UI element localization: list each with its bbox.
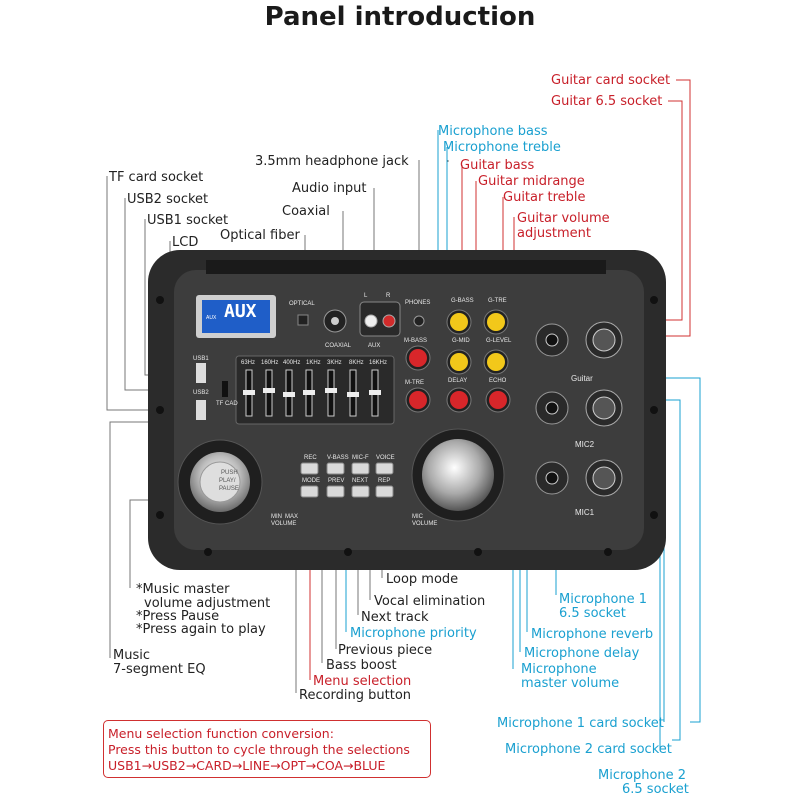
page-title: Panel introduction: [264, 2, 536, 32]
label-mic1-card: Microphone 1 card socket: [497, 716, 664, 731]
label-guitar-card-socket: Guitar card socket: [551, 73, 671, 88]
btn-next-label: NEXT: [352, 478, 369, 484]
tf-card-panel-label: TF CAD: [216, 401, 238, 407]
btn-voice-label: VOICE: [376, 455, 395, 461]
label-mic-delay: Microphone delay: [524, 646, 640, 661]
label-optical-fiber: Optical fiber: [220, 228, 300, 243]
aux-l-label: L: [364, 293, 368, 299]
label-mic-master-2: master volume: [521, 676, 620, 691]
label-guitar-volume-2: adjustment: [517, 226, 591, 241]
label-mic1-65-2: 6.5 socket: [559, 606, 626, 621]
guitar-panel-label: Guitar: [571, 374, 593, 383]
label-mic-master-1: Microphone: [521, 662, 597, 677]
eq-band-6: 8KHz: [349, 360, 364, 366]
label-mic-treble: Microphone treble: [443, 140, 561, 155]
btn-rep-label: REP: [378, 478, 391, 484]
mic2-panel-label: MIC2: [575, 440, 595, 449]
label-mic2-65-1: Microphone 2: [598, 768, 687, 783]
label-usb1: USB1 socket: [147, 213, 229, 228]
knob-push-label: PUSH: [221, 470, 238, 476]
phones-label: PHONES: [405, 300, 431, 306]
btn-micf-label: MIC-F: [352, 455, 369, 461]
label-mic1-65-1: Microphone 1: [559, 592, 648, 607]
btn-rec-label: REC: [304, 455, 317, 461]
usb2-panel-label: USB2: [193, 390, 209, 396]
label-press-pause: *Press Pause: [136, 609, 220, 624]
eq-band-3: 400Hz: [283, 360, 301, 366]
label-audio-input: Audio input: [292, 181, 367, 196]
lcd-display: AUX: [224, 301, 257, 322]
label-bass-boost: Bass boost: [326, 658, 397, 673]
note-line-1: Menu selection function conversion:: [108, 726, 334, 741]
label-tf-card: TF card socket: [109, 170, 204, 185]
label-recording-button: Recording button: [299, 688, 412, 703]
eq-band-2: 160Hz: [261, 360, 279, 366]
label-guitar-bass: Guitar bass: [460, 158, 535, 173]
label-headphone-jack: 3.5mm headphone jack: [255, 154, 409, 169]
label-guitar-65-socket: Guitar 6.5 socket: [551, 94, 663, 109]
g-level-label: G-LEVEL: [486, 338, 512, 344]
mic1-panel-label: MIC1: [575, 508, 595, 517]
note-line-3: USB1→USB2→CARD→LINE→OPT→COA→BLUE: [108, 758, 386, 773]
label-music-eq-2: 7-segment EQ: [113, 662, 206, 677]
note-line-2: Press this button to cycle through the s…: [108, 742, 410, 757]
label-next-track: Next track: [361, 610, 429, 625]
label-guitar-treble: Guitar treble: [503, 190, 586, 205]
coaxial-label: COAXIAL: [325, 343, 352, 349]
label-music-eq-1: Music: [113, 648, 150, 663]
echo-label: ECHO: [489, 378, 507, 384]
label-lcd: LCD: [172, 235, 199, 250]
label-music-master-2: volume adjustment: [144, 596, 271, 611]
aux-r-label: R: [386, 293, 391, 299]
m-bass-label: M-BASS: [404, 338, 428, 344]
label-mic2-65-2: 6.5 socket: [622, 782, 689, 797]
label-music-master-1: *Music master: [136, 582, 230, 597]
knob-pause-label: PAUSE: [219, 486, 239, 492]
btn-prev-label: PREV: [328, 478, 345, 484]
eq-band-7: 16KHz: [369, 360, 388, 366]
eq-band-5: 3KHz: [327, 360, 342, 366]
label-mic-bass: Microphone bass: [438, 124, 548, 139]
optical-label: OPTICAL: [289, 301, 315, 307]
knob-play-label: PLAY/: [219, 478, 236, 484]
eq-band-4: 1KHz: [306, 360, 321, 366]
mic-volume-label: VOLUME: [412, 521, 438, 527]
mic-label: MIC: [412, 514, 423, 520]
menu-note-box: [103, 720, 431, 778]
btn-mode-label: MODE: [302, 478, 320, 484]
label-coaxial: Coaxial: [282, 204, 330, 219]
btn-vbass-label: V-BASS: [327, 455, 349, 461]
volume-label: VOLUME: [271, 521, 297, 527]
max-label: MAX: [285, 514, 299, 520]
g-tre-label: G-TRE: [488, 298, 507, 304]
label-menu-selection: Menu selection: [313, 674, 412, 689]
delay-label: DELAY: [448, 378, 468, 384]
min-label: MIN: [271, 514, 282, 520]
label-press-again: *Press again to play: [136, 622, 266, 637]
g-mid-label: G-MID: [452, 338, 470, 344]
usb1-panel-label: USB1: [193, 356, 209, 362]
lcd-small: AUX: [206, 315, 217, 321]
label-loop-mode: Loop mode: [386, 572, 459, 587]
device-panel: [148, 250, 666, 570]
aux-label: AUX: [368, 343, 381, 349]
label-vocal-elim: Vocal elimination: [374, 594, 486, 609]
label-mic-priority: Microphone priority: [350, 626, 477, 641]
label-guitar-volume-1: Guitar volume: [517, 211, 610, 226]
label-mic-reverb: Microphone reverb: [531, 627, 654, 642]
label-prev-piece: Previous piece: [338, 643, 433, 658]
m-tre-label: M-TRE: [405, 380, 424, 386]
label-guitar-midrange: Guitar midrange: [478, 174, 585, 189]
g-bass-label: G-BASS: [451, 298, 474, 304]
label-mic2-card: Microphone 2 card socket: [505, 742, 672, 757]
eq-band-1: 63Hz: [241, 360, 256, 366]
label-usb2: USB2 socket: [127, 192, 209, 207]
